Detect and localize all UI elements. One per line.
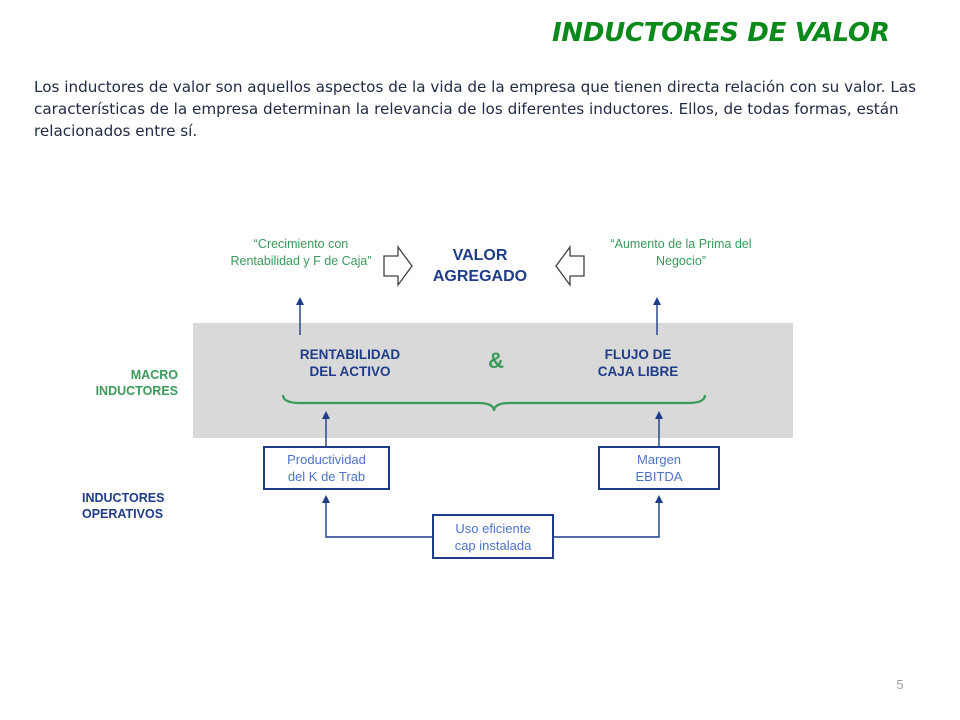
- quote-left-line-2: Rentabilidad y F de Caja”: [230, 254, 372, 268]
- macro-line-1: MACRO: [130, 368, 178, 382]
- quote-right-line-2: Negocio”: [655, 254, 707, 268]
- quote-left-line-1: “Crecimiento con: [253, 237, 349, 251]
- oper-line-1: INDUCTORES: [82, 491, 165, 505]
- intro-paragraph: Los inductores de valor son aquellos asp…: [34, 78, 917, 140]
- prod-line-2: del K de Trab: [287, 469, 366, 484]
- valor-agregado-label: VALOR AGREGADO: [400, 245, 560, 287]
- margen-ebitda-box: Margen EBITDA: [598, 446, 720, 490]
- arrow-uso-to-marg: [554, 495, 663, 538]
- hollow-arrow-right: [383, 245, 413, 287]
- ampersand-symbol: &: [488, 348, 504, 373]
- marg-line-1: Margen: [636, 452, 682, 467]
- quote-right-line-1: “Aumento de la Prima del: [610, 237, 752, 251]
- hollow-arrow-left: [555, 245, 585, 287]
- oper-line-2: OPERATIVOS: [82, 507, 164, 521]
- uso-eficiente-box: Uso eficiente cap instalada: [432, 514, 554, 559]
- page-title: INDUCTORES DE VALOR: [552, 18, 890, 48]
- macro-drivers-band: [193, 323, 793, 438]
- inductores-operativos-label: INDUCTORES OPERATIVOS: [40, 490, 185, 522]
- flujo-line-2: CAJA LIBRE: [597, 364, 679, 379]
- page-number: 5: [896, 677, 904, 692]
- uso-line-2: cap instalada: [454, 537, 532, 553]
- marg-line-2: EBITDA: [635, 469, 683, 484]
- green-brace: [281, 394, 707, 412]
- flujo-line-1: FLUJO DE: [604, 347, 672, 362]
- prod-line-1: Productividad: [287, 452, 366, 467]
- valor-line-2: AGREGADO: [432, 268, 528, 285]
- rentabilidad-label: RENTABILIDAD DEL ACTIVO: [260, 346, 440, 380]
- arrow-uso-to-prod: [322, 495, 432, 538]
- productividad-box: Productividad del K de Trab: [263, 446, 390, 490]
- macro-inductores-label: MACRO INDUCTORES: [40, 367, 178, 399]
- quote-aumento-prima: “Aumento de la Prima del Negocio”: [556, 236, 806, 270]
- rent-line-1: RENTABILIDAD: [299, 347, 401, 362]
- rent-line-2: DEL ACTIVO: [309, 364, 391, 379]
- valor-line-1: VALOR: [452, 247, 508, 264]
- flujo-caja-label: FLUJO DE CAJA LIBRE: [548, 346, 728, 380]
- uso-line-1: Uso eficiente: [455, 520, 531, 536]
- macro-line-2: INDUCTORES: [95, 384, 178, 398]
- quote-crecimiento: “Crecimiento con Rentabilidad y F de Caj…: [176, 236, 426, 270]
